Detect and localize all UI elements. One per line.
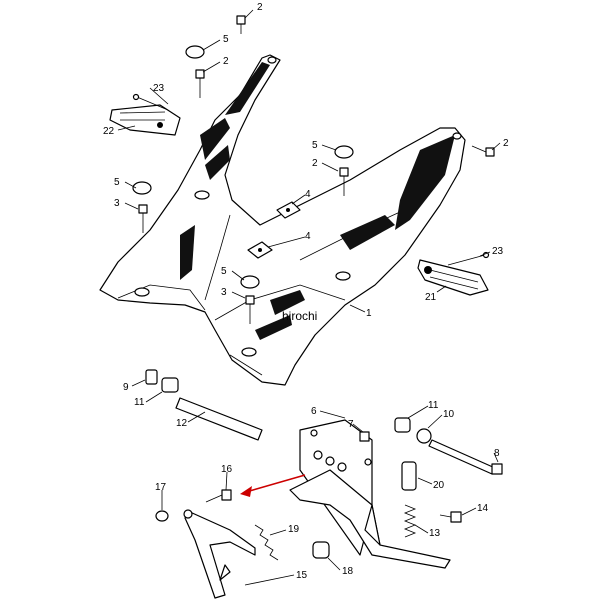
bush-part-11-right	[394, 417, 411, 433]
bracket-part-4-upper	[276, 201, 301, 219]
nut-part-17	[155, 510, 169, 522]
callout-2: 2	[312, 158, 318, 169]
cap-part-5-left	[132, 181, 152, 195]
cap-part-5-bottom	[240, 275, 260, 289]
callout-3: 3	[114, 198, 120, 209]
callout-15: 15	[296, 570, 308, 581]
bolt-part-16	[205, 489, 232, 503]
bolt-part-8	[428, 439, 503, 475]
callout-7: 7	[348, 419, 354, 430]
footrest-part-22	[109, 104, 181, 136]
callout-6: 6	[311, 406, 317, 417]
bolt-part-2-upper-left	[195, 69, 205, 98]
callout-4: 4	[305, 231, 311, 242]
callout-18: 18	[342, 566, 354, 577]
callout-19: 19	[288, 524, 300, 535]
floor-frame-part-1	[99, 54, 466, 386]
callout-12: 12	[176, 418, 188, 429]
bolt-part-2-right	[471, 145, 495, 157]
callout-11: 11	[428, 400, 439, 411]
spring-part-19	[254, 524, 279, 561]
callout-11: 11	[134, 397, 145, 408]
callout-8: 8	[494, 448, 500, 459]
bolt-part-2-top	[236, 15, 246, 34]
highlight-arrow	[240, 474, 306, 497]
callout-1: 1	[366, 308, 372, 319]
collar-part-9	[145, 369, 158, 385]
callout-21: 21	[425, 292, 437, 303]
bolt-part-14	[439, 511, 462, 523]
callout-labels: 2 5 2 23 22 5 5 2 2 3 4 4 23 5 3 21 1 hi…	[103, 2, 509, 581]
cap-part-5-top	[185, 45, 205, 59]
watermark-text: hirochi	[282, 309, 317, 323]
callout-22: 22	[103, 126, 115, 137]
callout-leaders	[117, 9, 501, 586]
collar-part-20	[401, 461, 417, 491]
callout-17: 17	[155, 482, 167, 493]
callout-10: 10	[443, 409, 455, 420]
callout-5: 5	[223, 34, 229, 45]
callout-23: 23	[153, 83, 165, 94]
callout-4: 4	[305, 189, 311, 200]
callout-2: 2	[257, 2, 263, 13]
bolt-part-2-mid	[339, 167, 349, 196]
shaft-part-12	[175, 397, 263, 441]
side-stand-part-15	[183, 509, 256, 599]
spring-part-13	[403, 504, 417, 538]
callout-2: 2	[503, 138, 509, 149]
callout-20: 20	[433, 480, 445, 491]
main-stand	[289, 469, 451, 569]
callout-3: 3	[221, 287, 227, 298]
callout-2: 2	[223, 56, 229, 67]
pin-part-23-left	[132, 93, 169, 111]
callout-23: 23	[492, 246, 504, 257]
bush-part-11-left	[161, 377, 179, 393]
callout-13: 13	[429, 528, 441, 539]
callout-5: 5	[114, 177, 120, 188]
callout-14: 14	[477, 503, 489, 514]
callout-5: 5	[312, 140, 318, 151]
cap-part-5-right	[334, 145, 354, 159]
bolt-part-7	[359, 431, 370, 442]
callout-5: 5	[221, 266, 227, 277]
washer-part-10	[416, 428, 432, 444]
bracket-part-4-lower	[247, 241, 273, 259]
rubber-part-18	[312, 541, 330, 559]
bolt-part-3-bottom	[245, 295, 255, 324]
footrest-part-21	[417, 259, 489, 296]
pin-part-23-right	[447, 251, 490, 266]
bolt-part-3-left	[138, 204, 148, 233]
callout-16: 16	[221, 464, 233, 475]
callout-9: 9	[123, 382, 129, 393]
